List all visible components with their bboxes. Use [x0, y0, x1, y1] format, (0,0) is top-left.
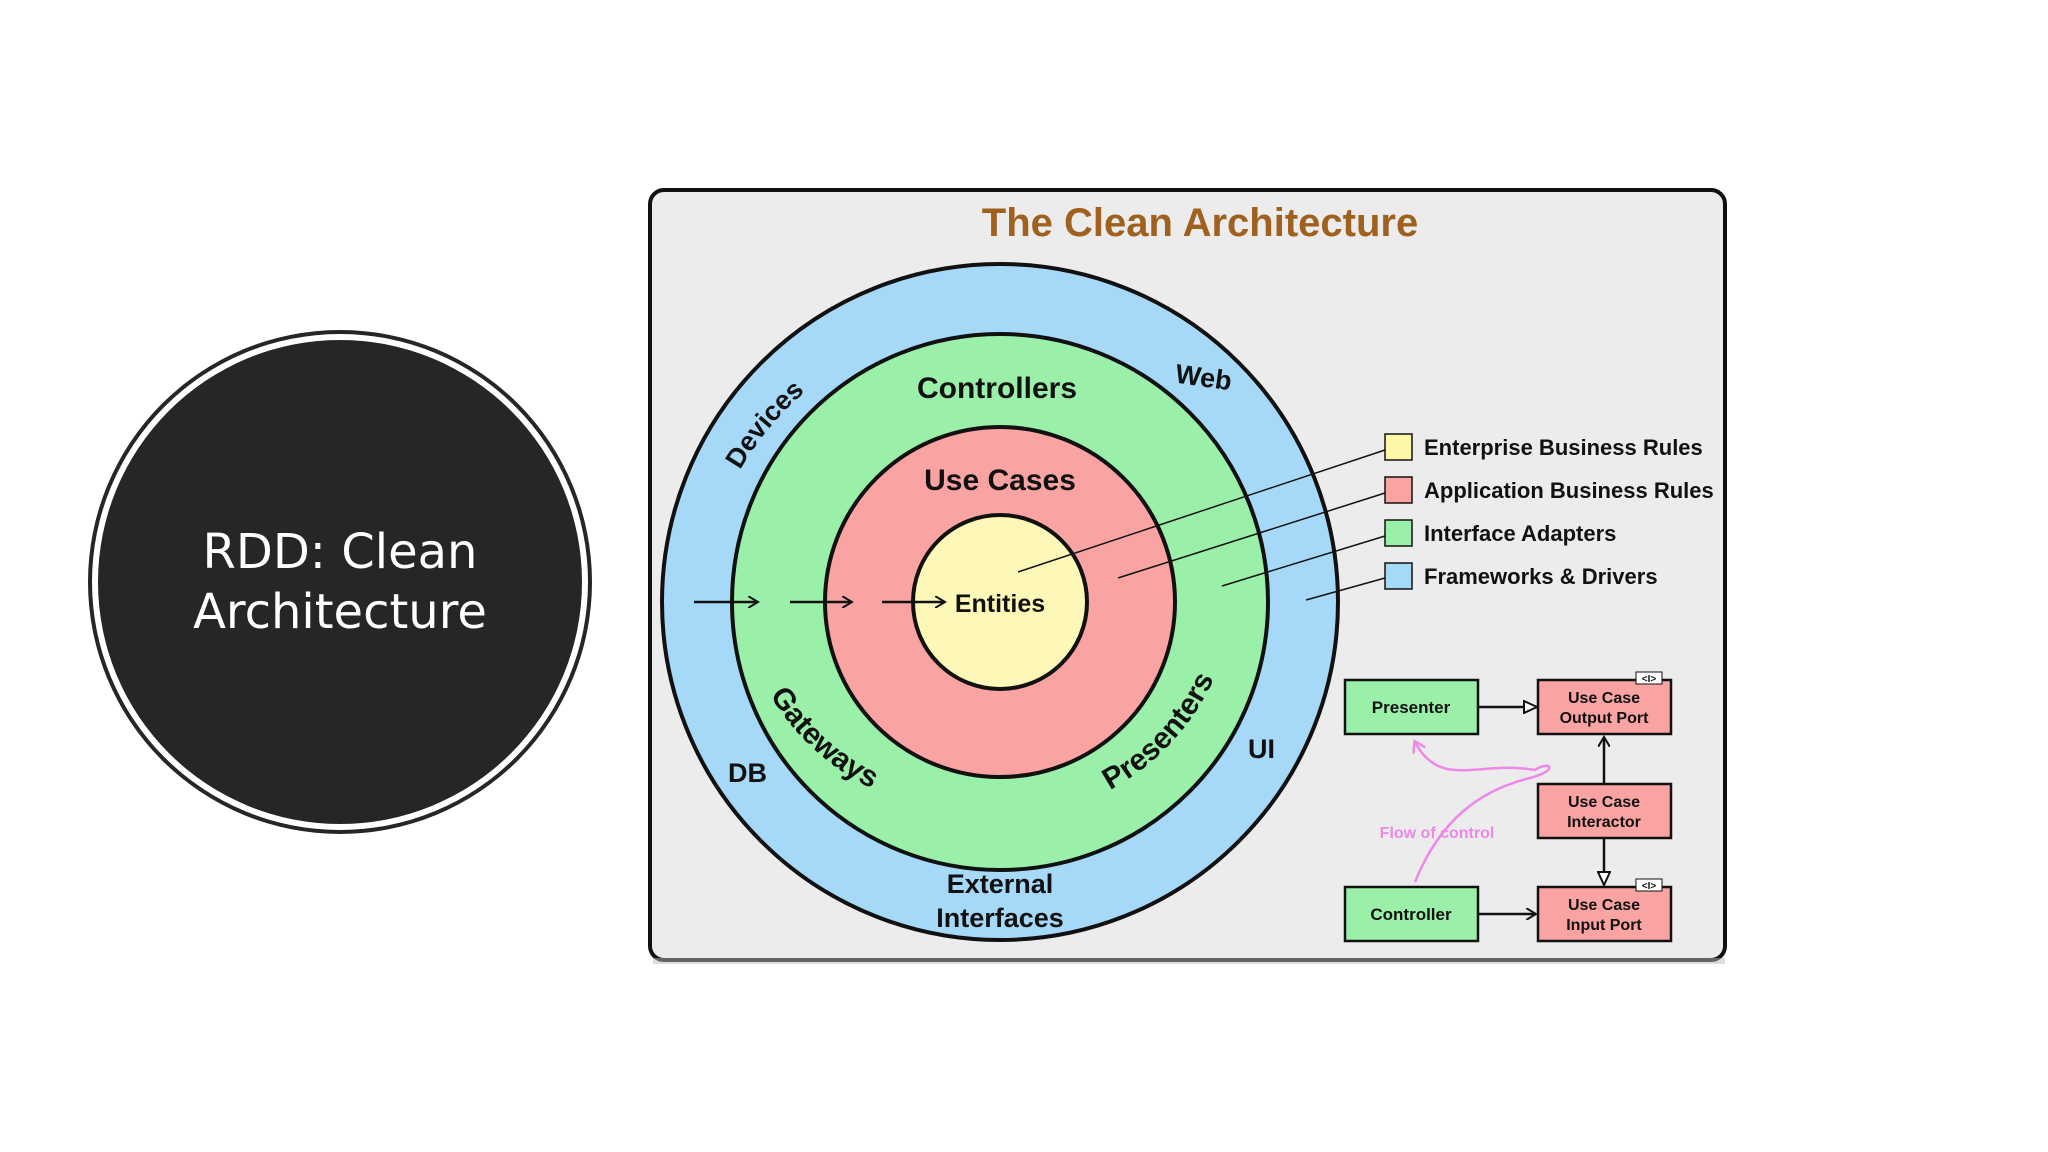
- controller-box: [1343, 885, 1480, 943]
- legend-leader-frameworks: [1305, 577, 1386, 601]
- slide-title-line-2: Architecture: [193, 584, 487, 640]
- slide-title: RDD: Clean Architecture: [170, 522, 510, 642]
- input-port-box: [1536, 885, 1673, 943]
- label-external: External: [947, 869, 1054, 899]
- label-interfaces: Interfaces: [936, 903, 1064, 933]
- legend-label-application: Application Business Rules: [1424, 478, 1714, 503]
- input-port-line-2: Input Port: [1566, 917, 1642, 934]
- controller-label: Controller: [1370, 905, 1452, 924]
- slide-title-circle: RDD: Clean Architecture: [98, 340, 582, 824]
- legend-leader-entities: [1017, 449, 1386, 573]
- input-port-line-1: Use Case: [1568, 897, 1640, 914]
- label-controllers: Controllers: [917, 372, 1077, 405]
- legend-leader-usecases: [1117, 492, 1386, 579]
- flow-of-control-curve: [1415, 742, 1551, 883]
- output-port-box: [1536, 678, 1673, 736]
- output-port-line-1: Use Case: [1568, 690, 1640, 707]
- presenter-label: Presenter: [1372, 698, 1451, 717]
- diagram-title: The Clean Architecture: [982, 201, 1418, 245]
- label-db: DB: [728, 758, 767, 788]
- input-port-marker: <I>: [1642, 881, 1657, 892]
- flow-of-control-label: Flow of control: [1380, 825, 1495, 842]
- output-port-line-2: Output Port: [1560, 710, 1650, 727]
- legend-swatch-frameworks: [1384, 562, 1413, 590]
- label-entities: Entities: [955, 590, 1045, 618]
- legend-swatch-application: [1384, 476, 1413, 504]
- interactor-box: [1536, 782, 1673, 840]
- interactor-line-1: Use Case: [1568, 794, 1640, 811]
- legend-label-adapters: Interface Adapters: [1424, 521, 1616, 546]
- legend-swatch-enterprise: [1384, 433, 1413, 461]
- slide-title-line-1: RDD: Clean: [202, 524, 478, 580]
- output-port-marker: <I>: [1642, 674, 1657, 685]
- legend-swatch-adapters: [1384, 519, 1413, 547]
- legend-label-frameworks: Frameworks & Drivers: [1424, 564, 1658, 589]
- legend: Enterprise Business Rules Application Bu…: [1384, 433, 1714, 590]
- interactor-line-2: Interactor: [1567, 814, 1641, 831]
- legend-leader-adapters: [1221, 535, 1386, 587]
- legend-label-enterprise: Enterprise Business Rules: [1424, 435, 1703, 460]
- label-ui: UI: [1248, 734, 1275, 764]
- label-use-cases: Use Cases: [924, 464, 1076, 497]
